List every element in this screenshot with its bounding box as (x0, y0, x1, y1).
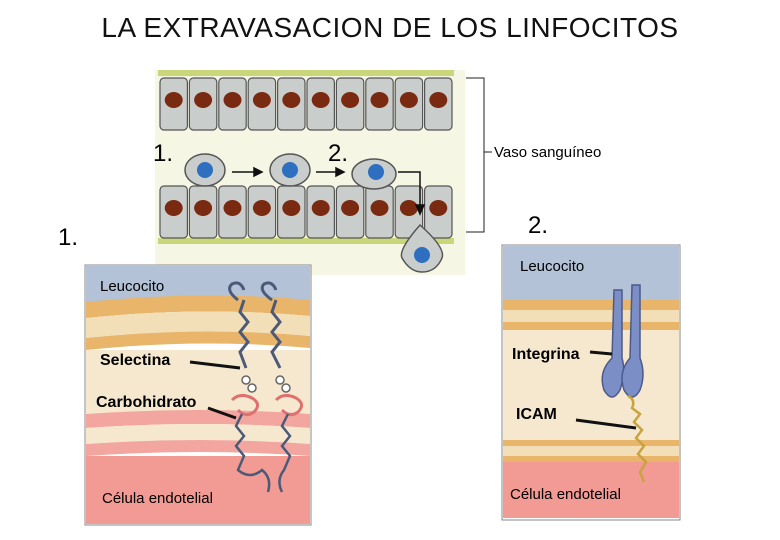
page-title: LA EXTRAVASACION DE LOS LINFOCITOS (101, 12, 679, 43)
selectin-label: Selectina (100, 352, 171, 369)
cell-nucleus (429, 92, 448, 108)
endothelial-ligand-2 (274, 393, 303, 417)
step-2-label-right: 2. (528, 212, 549, 239)
cell-nucleus (223, 200, 242, 216)
cell-nucleus (194, 92, 213, 108)
icam-label: ICAM (516, 406, 557, 423)
cell-nucleus (311, 200, 330, 216)
selectin-molecule-1 (228, 281, 250, 369)
cell-nucleus (282, 92, 301, 108)
cell-nucleus (194, 200, 213, 216)
cell-nucleus (341, 200, 360, 216)
cell-nucleus (429, 200, 448, 216)
vessel-label: Vaso sanguíneo (494, 144, 602, 161)
cell-nucleus (399, 200, 418, 216)
vessel-wall-top (158, 70, 454, 76)
cell-nucleus (399, 92, 418, 108)
flow-arrow-2 (316, 166, 346, 178)
cell-nucleus (370, 92, 389, 108)
integrin-label: Integrina (512, 346, 580, 363)
icam-molecule (627, 394, 648, 483)
icam-pointer (575, 418, 637, 430)
endothelial-label-left: Célula endotelial (102, 490, 213, 507)
cell-nucleus (370, 200, 389, 216)
carbohydrate-group (241, 375, 291, 393)
cell-nucleus (252, 92, 271, 108)
leucocyte-label-left: Leucocito (100, 278, 165, 295)
right-panel (501, 244, 681, 521)
migrating-lymphocyte (400, 223, 444, 273)
endothelial-chain-2 (278, 413, 292, 493)
selectin-pointer (189, 360, 241, 370)
flow-arrow-1 (232, 166, 264, 178)
selectin-molecule-2 (260, 281, 282, 369)
leucocyte-label-right: Leucocito (520, 258, 585, 275)
cell-nucleus (223, 92, 242, 108)
endothelial-chain-1 (234, 413, 271, 493)
integrin-pointer (589, 350, 613, 356)
cell-nucleus (282, 200, 301, 216)
left-panel (84, 264, 312, 526)
endothelial-ligand-1 (230, 393, 259, 417)
step-2-label-top: 2. (328, 140, 349, 167)
integrin-molecule (601, 284, 644, 398)
cell-nucleus (311, 92, 330, 108)
lymphocyte-3 (351, 158, 397, 190)
vessel-wall-bottom (158, 238, 454, 244)
carbohydrate-label: Carbohidrato (96, 394, 197, 411)
carbohydrate-pointer (207, 406, 237, 420)
step-1-label-top: 1. (153, 140, 174, 167)
cell-nucleus (341, 92, 360, 108)
lymphocyte-2 (269, 153, 311, 187)
lymphocyte-1 (184, 153, 226, 187)
top-endothelial-row (159, 77, 453, 131)
vessel-bracket (466, 77, 485, 233)
cell-nucleus (252, 200, 271, 216)
cell-nucleus (164, 200, 183, 216)
migration-arrow (398, 171, 426, 216)
cell-nucleus (164, 92, 183, 108)
endothelial-label-right: Célula endotelial (510, 486, 621, 503)
step-1-label-left: 1. (58, 224, 79, 251)
